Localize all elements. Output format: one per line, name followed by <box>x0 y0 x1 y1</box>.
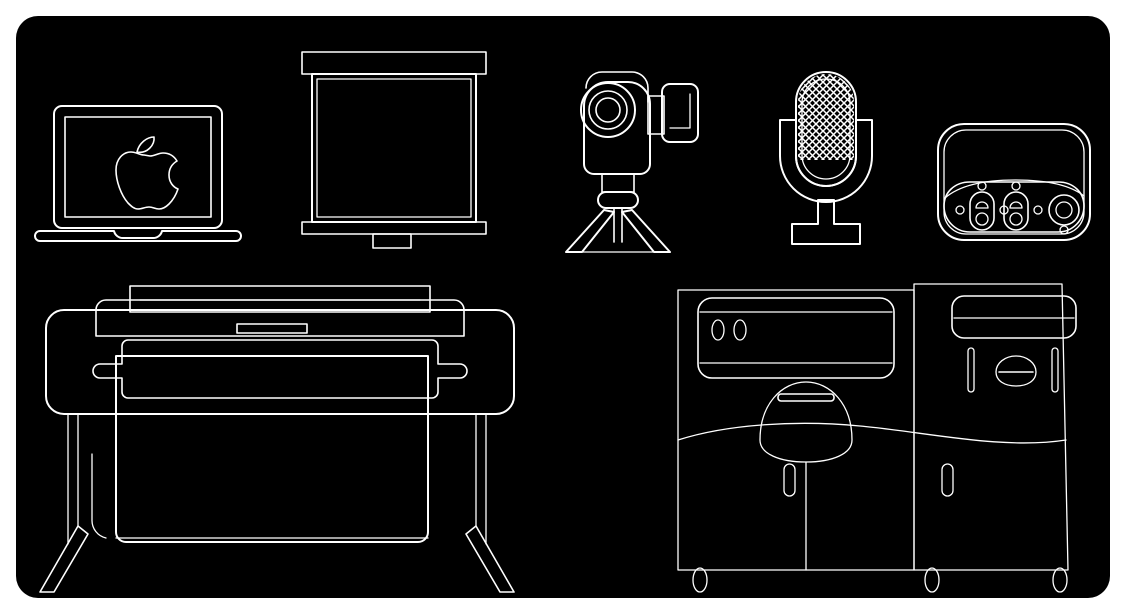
rocker-switch-1 <box>969 191 995 231</box>
projection-screen-icon[interactable]: Roll down projection screen <box>278 34 506 258</box>
microphone-icon[interactable]: Studio microphone on stand <box>760 40 902 264</box>
apple-logo-icon <box>115 136 179 210</box>
icon-panel: Laptop computer with apple logo on scree… <box>16 16 1110 598</box>
rocker-switch-2 <box>1003 191 1029 231</box>
production-printer-icon[interactable]: Production multifunction printer with fi… <box>656 268 1126 608</box>
wide-format-plotter-icon[interactable]: Wide format plotter printer on stand <box>34 266 544 606</box>
speaker-dock-icon[interactable]: Portable speaker dock with controls <box>922 106 1108 266</box>
figure-title: Outline icon set of audio visual and pri… <box>0 21 1 22</box>
laptop-icon[interactable]: Laptop computer with apple logo on scree… <box>34 92 246 244</box>
camcorder-tripod-icon[interactable]: Camcorder mounted on tripod <box>550 48 702 264</box>
